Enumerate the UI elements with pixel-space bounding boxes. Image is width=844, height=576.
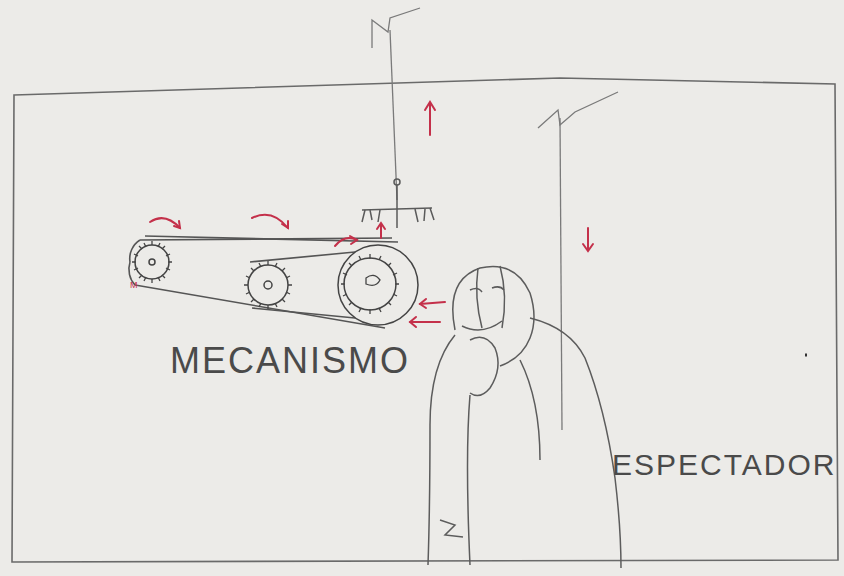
spectator-figure <box>428 266 621 568</box>
mechanism-label: MECANISMO <box>170 340 410 382</box>
motion-arrows <box>150 102 593 327</box>
board-outline <box>12 78 838 562</box>
mobile-object <box>362 179 434 228</box>
spectator-label: ESPECTADOR <box>612 448 836 482</box>
motor-mark: M <box>130 280 138 290</box>
gear-teeth <box>132 241 399 314</box>
pencil-dot <box>805 354 807 357</box>
gears <box>135 245 418 325</box>
